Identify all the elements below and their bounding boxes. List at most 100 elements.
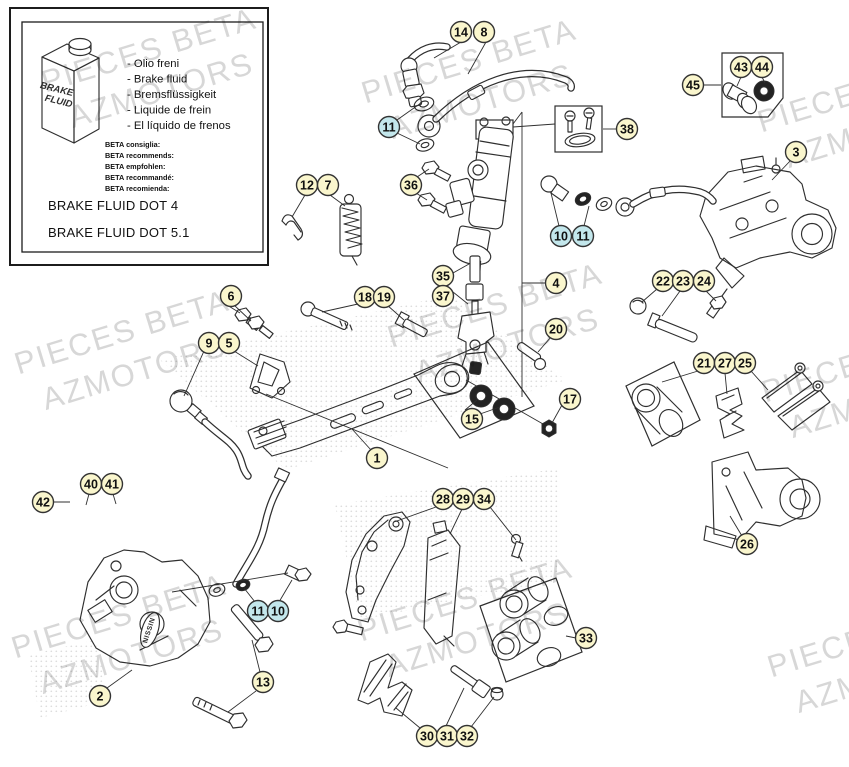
- part-5-bracket: [249, 353, 291, 399]
- master-cylinder: [445, 116, 514, 280]
- svg-text:30: 30: [420, 730, 434, 744]
- svg-text:14: 14: [454, 26, 468, 40]
- svg-text:5: 5: [226, 337, 233, 351]
- part-26-caliper-bracket: [703, 451, 821, 549]
- svg-text:7: 7: [325, 179, 332, 193]
- callout-19: 19: [372, 285, 396, 309]
- callout-26: 26: [735, 532, 759, 556]
- svg-text:37: 37: [436, 290, 450, 304]
- recommendations-line: BETA recommends:: [105, 151, 174, 160]
- part-25-brake-pads: [761, 362, 831, 431]
- fluid-names-line: - Brake fluid: [127, 74, 187, 86]
- callout-35: 35: [431, 264, 455, 288]
- recommendations-line: BETA consiglia:: [105, 140, 160, 149]
- callout-17: 17: [558, 387, 582, 411]
- callout-24: 24: [692, 269, 716, 293]
- svg-text:32: 32: [460, 730, 474, 744]
- fluid-name-list: - Olio freni- Brake fluid- Bremsflüssigk…: [127, 58, 231, 132]
- part-7-spring: [339, 193, 363, 266]
- svg-text:19: 19: [377, 291, 391, 305]
- callout-42: 42: [31, 490, 55, 514]
- part-8-brake-hose: [432, 69, 575, 123]
- callout-25: 25: [733, 351, 757, 375]
- recommendations-line: BETA recomienda:: [105, 184, 169, 193]
- part-30-pad-spring: [357, 653, 413, 717]
- svg-text:6: 6: [228, 290, 235, 304]
- recommendation-list: BETA consiglia: BETA recommends: BETA empf…: [105, 140, 174, 193]
- parts-22-23-24: [629, 288, 728, 343]
- part-13-bolts: [192, 604, 364, 729]
- fluid-names-line: - Liquide de frein: [127, 105, 211, 117]
- callout-11: 11: [377, 115, 401, 139]
- part-21-piston-kit: [625, 361, 701, 447]
- svg-text:42: 42: [36, 496, 50, 510]
- svg-text:8: 8: [481, 26, 488, 40]
- part-17-nut: [541, 419, 557, 438]
- svg-text:41: 41: [105, 478, 119, 492]
- fluid-names-line: - El líquido de frenos: [127, 120, 231, 132]
- svg-text:11: 11: [251, 605, 264, 619]
- svg-text:3: 3: [793, 146, 800, 160]
- callout-34: 34: [472, 487, 496, 511]
- callout-11: 11: [246, 599, 270, 623]
- assembly-bracket-4: [512, 111, 556, 397]
- recommendations-line: BETA empfohlen:: [105, 162, 165, 171]
- callout-6: 6: [219, 284, 243, 308]
- svg-text:31: 31: [440, 730, 454, 744]
- callout-10: 10: [266, 599, 290, 623]
- svg-text:12: 12: [300, 179, 314, 193]
- svg-text:15: 15: [465, 413, 479, 427]
- callout-41: 41: [100, 472, 124, 496]
- callout-10: 10: [549, 224, 573, 248]
- part-29-brake-pad: [423, 520, 461, 647]
- callout-15: 15: [460, 407, 484, 431]
- part-6-bolts: [234, 307, 274, 339]
- callout-22: 22: [651, 269, 675, 293]
- callout-4: 4: [544, 271, 568, 295]
- part-12-clip: [281, 214, 304, 241]
- callout-36: 36: [399, 173, 423, 197]
- fluid-spec-dot51: BRAKE FLUID DOT 5.1: [48, 225, 190, 240]
- part-45-bushing-kit-box: [721, 52, 784, 118]
- callout-37: 37: [431, 284, 455, 308]
- svg-text:9: 9: [206, 337, 213, 351]
- svg-text:45: 45: [686, 79, 700, 93]
- svg-text:44: 44: [755, 61, 769, 75]
- part-3-rear-caliper: [699, 155, 837, 289]
- part-28-hanger-bracket: [345, 511, 411, 623]
- callout-29: 29: [451, 487, 475, 511]
- callout-45: 45: [681, 73, 705, 97]
- part-20-pin: [516, 342, 547, 371]
- part-36-bolts: [417, 160, 452, 214]
- callout-12: 12: [295, 173, 319, 197]
- callout-28: 28: [431, 487, 455, 511]
- svg-text:36: 36: [404, 179, 418, 193]
- svg-text:10: 10: [271, 605, 285, 619]
- svg-text:38: 38: [620, 123, 634, 137]
- callout-32: 32: [455, 724, 479, 748]
- svg-text:1: 1: [374, 452, 381, 466]
- svg-text:21: 21: [697, 357, 711, 371]
- callout-13: 13: [251, 670, 275, 694]
- drawing: NISSIN: [79, 42, 837, 729]
- leader-lines: [53, 41, 792, 729]
- svg-text:34: 34: [477, 493, 491, 507]
- svg-text:2: 2: [97, 690, 104, 704]
- recommendations-line: BETA recommandé:: [105, 173, 174, 182]
- svg-text:29: 29: [456, 493, 470, 507]
- svg-text:PIECES BETA: PIECES BETA: [763, 586, 849, 685]
- callout-8: 8: [472, 20, 496, 44]
- svg-text:11: 11: [576, 230, 589, 244]
- callout-20: 20: [544, 317, 568, 341]
- callout-40: 40: [79, 472, 103, 496]
- svg-text:PIECES BETA: PIECES BETA: [757, 311, 849, 410]
- svg-text:25: 25: [738, 357, 752, 371]
- svg-text:33: 33: [579, 632, 593, 646]
- callout-11: 11: [571, 224, 595, 248]
- svg-text:24: 24: [697, 275, 711, 289]
- svg-text:26: 26: [740, 538, 754, 552]
- info-box: BRAKE FLUID - Olio freni- Brake fluid- B…: [9, 7, 269, 266]
